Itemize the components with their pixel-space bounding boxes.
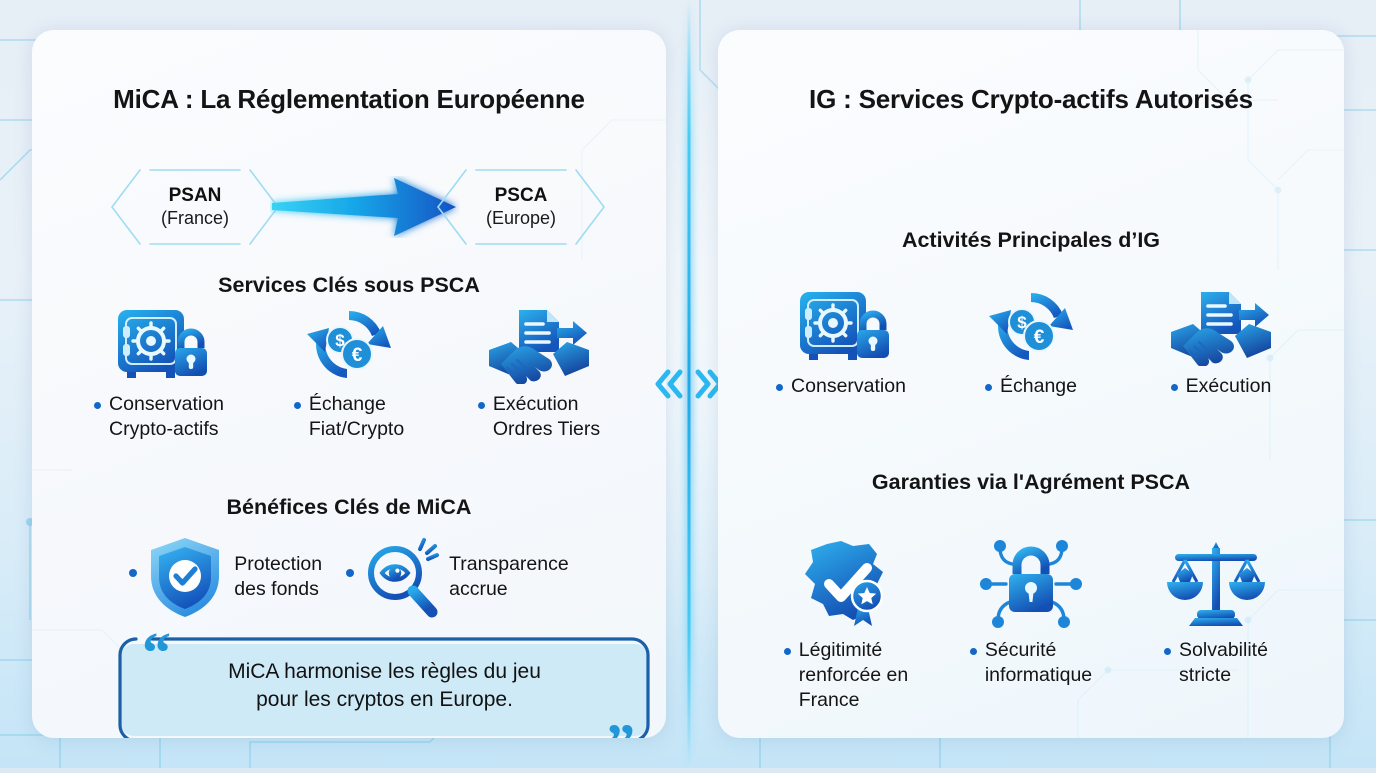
ig-panel: IG : Services Crypto-actifs Autorisés Ac… (718, 30, 1344, 738)
benefit-item-transparence: Transparence accrue (346, 535, 569, 619)
benefit-label-protection: Protection des fonds (234, 553, 323, 600)
activity-label-echange: Échange (985, 374, 1077, 399)
magnifier-eye-icon (368, 538, 440, 618)
benefits-heading: Bénéfices Clés de MiCA (226, 495, 472, 519)
safe-lock-icon (118, 310, 207, 378)
shield-check-icon (151, 538, 220, 617)
services-heading: Services Clés sous PSCA (218, 273, 480, 297)
arrow-right-icon (272, 178, 456, 236)
guarantee-label-legitimite: Légitimité renforcée en France (783, 638, 908, 713)
exchange-currency-icon: $ € (307, 310, 391, 378)
svg-text:€: € (352, 345, 363, 366)
cyber-lock-icon (980, 540, 1082, 628)
safe-lock-icon (800, 292, 889, 360)
psan-label: PSAN (168, 185, 222, 207)
svg-text:$: $ (1017, 313, 1027, 332)
document-handshake-icon (1171, 292, 1271, 366)
quote-frame-icon (118, 637, 650, 738)
service-label-echange: Échange Fiat/Crypto (293, 392, 404, 442)
mica-panel: MiCA : La Réglementation Européenne PSAN… (32, 30, 666, 738)
scales-balance-icon (1167, 542, 1265, 626)
guarantee-label-securite: Sécurité informatique (969, 638, 1092, 688)
guarantees-list: Légitimité renforcée en France (718, 538, 1344, 713)
svg-text:€: € (1034, 327, 1045, 348)
service-item-execution: Exécution Ordres Tiers (444, 306, 634, 442)
activity-label-conservation: Conservation (776, 374, 906, 399)
activity-item-conservation: Conservation (746, 288, 936, 399)
psca-badge: PSCA (Europe) (436, 168, 606, 246)
document-handshake-icon (489, 310, 589, 384)
psca-label: PSCA (494, 185, 548, 207)
page-title-right: IG : Services Crypto-actifs Autorisés (809, 84, 1253, 114)
quote-callout: “ MiCA harmonise les règles du jeu pour … (112, 624, 657, 739)
services-list: Conservation Crypto-actifs $ (32, 306, 666, 442)
quote-text: MiCA harmonise les règles du jeu pour le… (228, 660, 541, 711)
service-label-conservation: Conservation Crypto-actifs (94, 392, 224, 442)
guarantee-item-legitimite: Légitimité renforcée en France (754, 538, 939, 713)
guarantee-item-securite: Sécurité informatique (939, 538, 1124, 713)
guarantee-item-solvabilite: Solvabilité stricte (1124, 538, 1309, 713)
psan-to-psca-flow: PSAN (France) (32, 168, 666, 246)
activities-heading: Activités Principales d’IG (901, 228, 1161, 252)
psan-sublabel: (France) (160, 207, 229, 228)
psca-sublabel: (Europe) (485, 207, 557, 228)
exchange-currency-icon: $ € (989, 292, 1073, 360)
svg-text:$: $ (335, 331, 345, 350)
service-item-echange: $ € Échange Fiat/Crypto (254, 306, 444, 442)
guarantee-label-solvabilite: Solvabilité stricte (1164, 638, 1268, 688)
benefit-item-protection: Protection des fonds (129, 535, 322, 619)
benefit-label-transparence: Transparence accrue (449, 553, 569, 600)
page-title-left: MiCA : La Réglementation Européenne (113, 84, 585, 114)
service-item-conservation: Conservation Crypto-actifs (64, 306, 254, 442)
activity-item-execution: Exécution (1126, 288, 1316, 399)
psan-badge: PSAN (France) (110, 168, 280, 246)
quote-close-mark: ” (606, 716, 635, 739)
activities-list: Conservation $ € (718, 288, 1344, 399)
benefits-list: Protection des fonds (32, 535, 666, 619)
activity-item-echange: $ € Échange (936, 288, 1126, 399)
quote-open-mark: “ (142, 620, 171, 685)
france-check-award-icon (805, 541, 884, 626)
activity-label-execution: Exécution (1170, 374, 1271, 399)
service-label-execution: Exécution Ordres Tiers (477, 392, 600, 442)
guarantees-heading: Garanties via l'Agrément PSCA (871, 470, 1191, 494)
